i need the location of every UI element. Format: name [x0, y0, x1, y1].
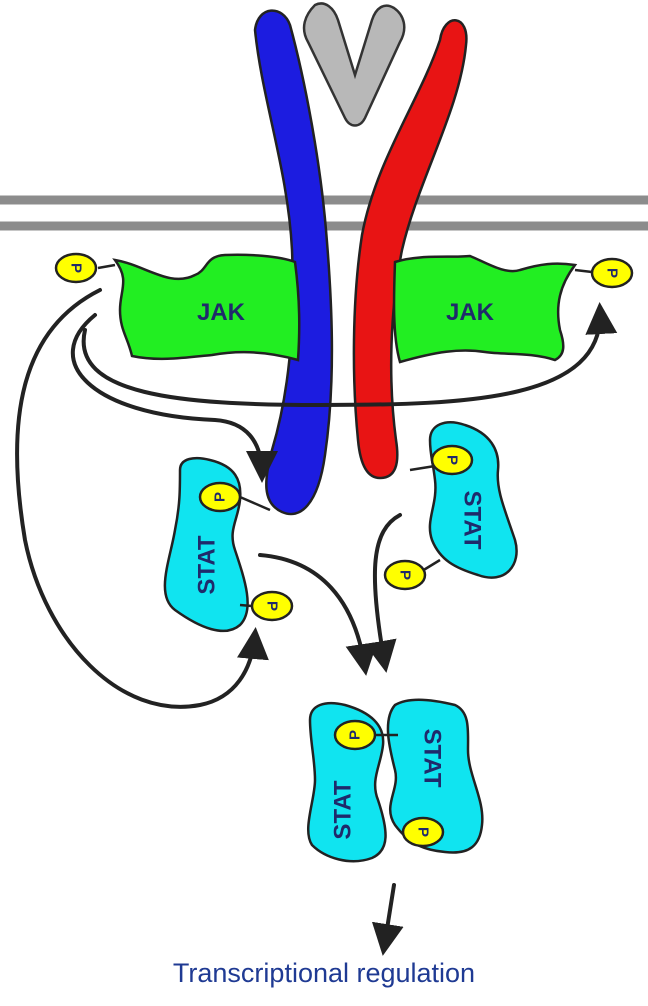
jak-right: JAK: [394, 256, 575, 362]
svg-text:P: P: [604, 268, 621, 278]
svg-text:P: P: [68, 263, 85, 273]
phosphate-stat-left-free: P: [252, 592, 292, 620]
svg-text:P: P: [397, 570, 414, 580]
jak-left-label: JAK: [197, 299, 246, 326]
svg-text:P: P: [347, 730, 364, 740]
arrow-to-transcription: [384, 885, 394, 948]
transcriptional-regulation-caption: Transcriptional regulation: [0, 958, 648, 989]
jak-right-label: JAK: [446, 299, 495, 326]
phosphate-dimer-lower: P: [403, 818, 443, 846]
stat-dimer: STAT STAT P P: [308, 700, 482, 862]
arrow-stat-right-to-dimer: [375, 515, 400, 665]
phosphate-stat-left-receptor: P: [200, 483, 240, 511]
stat-right: STAT: [430, 422, 517, 577]
svg-text:P: P: [264, 601, 281, 611]
phosphate-dimer-upper: P: [335, 721, 375, 749]
stat-dimer-right-label: STAT: [419, 728, 446, 787]
phosphate-jak-left: P: [56, 254, 96, 282]
svg-text:P: P: [444, 455, 461, 465]
stat-right-label: STAT: [459, 490, 486, 549]
svg-text:P: P: [415, 827, 432, 837]
phosphate-jak-right: P: [592, 259, 632, 287]
phosphate-stat-right-free: P: [385, 561, 425, 589]
stat-dimer-left-label: STAT: [330, 780, 357, 839]
svg-text:P: P: [212, 492, 229, 502]
ligand: [304, 3, 404, 125]
stat-left: STAT: [165, 458, 248, 631]
stat-left-label: STAT: [194, 535, 221, 594]
phosphate-stat-right-receptor: P: [432, 446, 472, 474]
jak-left: JAK: [115, 255, 299, 360]
